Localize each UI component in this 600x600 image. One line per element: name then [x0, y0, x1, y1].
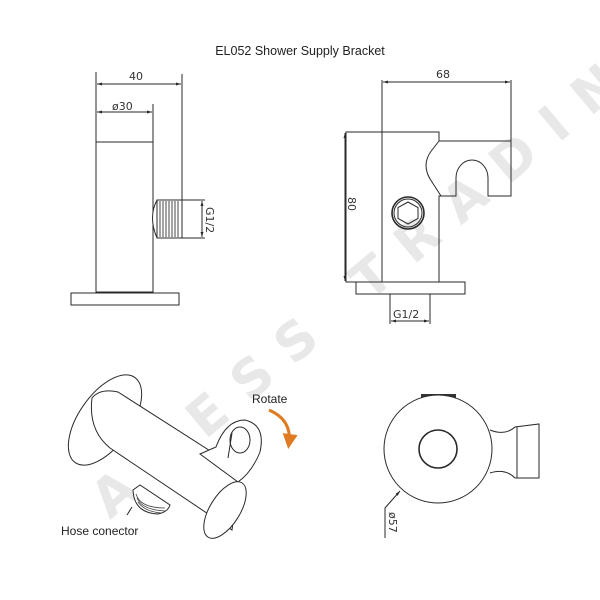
hose-connector-label: Hose conector — [61, 524, 138, 538]
dim-width-40: 40 — [129, 70, 143, 83]
front-view: 40 ø30 G1/2 — [70, 70, 216, 306]
dim-thread-g12-side: G1/2 — [393, 308, 419, 321]
rotate-label: Rotate — [252, 392, 288, 406]
dim-width-68: 68 — [436, 68, 450, 81]
dim-height-80: 80 — [345, 197, 358, 211]
drawing-title: EL052 Shower Supply Bracket — [215, 44, 385, 58]
dim-diameter-57: ø57 — [386, 512, 399, 533]
dim-diameter-30: ø30 — [112, 100, 133, 113]
rotate-arrow-icon — [268, 408, 298, 449]
isometric-view: Rotate Hose conector — [61, 374, 298, 539]
dim-thread-g12-front: G1/2 — [203, 207, 216, 233]
top-view: ø57 — [383, 394, 540, 538]
side-view: 68 80 G1/2 — [343, 68, 512, 324]
